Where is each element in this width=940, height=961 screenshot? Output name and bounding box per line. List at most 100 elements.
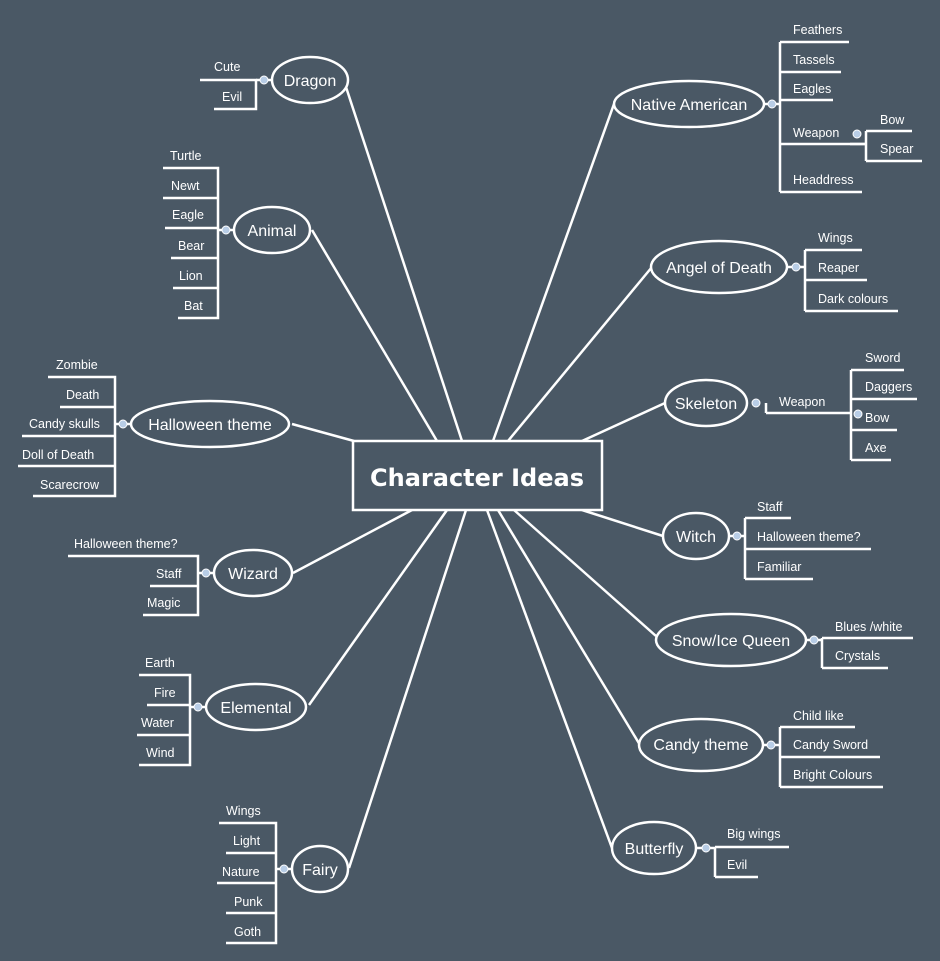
leaf-label: Tassels [793, 53, 835, 67]
topic-wizard-label: Wizard [228, 566, 278, 583]
collapse-dot [809, 635, 819, 645]
connector-halloween [291, 422, 355, 443]
bracket [778, 725, 883, 789]
leaf-label: Water [141, 716, 174, 730]
topic-candy-theme-label: Candy theme [653, 737, 748, 754]
topic-fairy[interactable]: Fairy Wings Light Nature Punk Goth [217, 804, 350, 945]
leaf-label: Punk [234, 895, 263, 909]
leaf-label: Dark colours [818, 292, 888, 306]
topic-elemental[interactable]: Elemental Earth Fire Water Wind [137, 656, 308, 767]
leaf-label: Light [233, 834, 261, 848]
connector-elemental [307, 509, 449, 706]
leaf-label: Scarecrow [40, 478, 100, 492]
topic-halloween[interactable]: Halloween theme Zombie Death Candy skull… [18, 358, 291, 498]
topic-dragon[interactable]: Dragon Cute Evil [200, 55, 350, 111]
leaf-label: Magic [147, 596, 180, 610]
topic-native-american[interactable]: Native American Feathers Tassels Eagles … [612, 23, 922, 194]
topic-skeleton-label: Skeleton [675, 396, 737, 413]
leaf-label: Goth [234, 925, 261, 939]
leaf-label: Newt [171, 179, 200, 193]
leaf-label: Eagle [172, 208, 204, 222]
bracket [864, 129, 922, 163]
bracket [743, 516, 871, 581]
collapse-dot [193, 702, 203, 712]
connector-animal [310, 229, 439, 442]
leaf-label: Wings [818, 231, 853, 245]
leaf-label: Big wings [727, 827, 781, 841]
central-topic[interactable]: Character Ideas [351, 439, 604, 512]
topic-wizard[interactable]: Wizard Halloween theme? Staff Magic [68, 537, 294, 617]
connector-candy-theme [496, 509, 642, 746]
collapse-dot [221, 225, 231, 235]
connector-dragon [343, 83, 464, 442]
leaf-label: Bright Colours [793, 768, 872, 782]
collapse-dot [852, 129, 862, 139]
leaf-label: Candy Sword [793, 738, 868, 752]
collapse-dot [701, 843, 711, 853]
leaf-label: Child like [793, 709, 844, 723]
leaf-label: Nature [222, 865, 260, 879]
leaf-label: Halloween theme? [757, 530, 861, 544]
leaf-label: Bear [178, 239, 204, 253]
topic-angel-of-death[interactable]: Angel of Death Wings Reaper Dark colours [649, 231, 898, 313]
leaf-label: Turtle [170, 149, 202, 163]
connector-butterfly [485, 509, 614, 849]
connector-snow-ice-queen [513, 509, 657, 637]
connector-skeleton [581, 401, 666, 443]
bracket [713, 845, 789, 879]
leaf-label: Doll of Death [22, 448, 94, 462]
collapse-dot [853, 409, 863, 419]
bracket [200, 78, 258, 111]
topic-elemental-label: Elemental [220, 700, 291, 717]
bracket [803, 248, 898, 313]
topic-snow-ice-queen-label: Snow/Ice Queen [672, 633, 790, 650]
topic-angel-of-death-label: Angel of Death [666, 260, 772, 277]
bracket [217, 821, 278, 945]
leaf-label: Daggers [865, 380, 912, 394]
topic-witch-label: Witch [676, 529, 716, 546]
bracket [820, 636, 913, 670]
center-connectors [291, 83, 666, 869]
topic-butterfly[interactable]: Butterfly Big wings Evil [610, 820, 789, 879]
leaf-label: Staff [156, 567, 182, 581]
topic-witch[interactable]: Witch Staff Halloween theme? Familiar [661, 500, 871, 581]
connector-witch [581, 508, 664, 538]
central-topic-box [351, 439, 604, 512]
topic-dragon-label: Dragon [284, 73, 336, 90]
leaf-label: Blues /white [835, 620, 902, 634]
leaf-label: Wind [146, 746, 175, 760]
leaf-label: Halloween theme? [74, 537, 178, 551]
leaf-label: Crystals [835, 649, 880, 663]
leaf-label: Evil [222, 90, 242, 104]
topic-skeleton-ellipse [663, 378, 749, 428]
leaf-label: Sword [865, 351, 900, 365]
leaf-label: Bat [184, 299, 203, 313]
leaf-label: Weapon [779, 395, 825, 409]
topic-native-american-label: Native American [631, 97, 748, 114]
leaf-label: Feathers [793, 23, 842, 37]
leaf-label: Eagles [793, 82, 831, 96]
topic-candy-theme[interactable]: Candy theme Child like Candy Sword Brigh… [637, 709, 883, 789]
collapse-dot [201, 568, 211, 578]
collapse-dot [791, 262, 801, 272]
central-topic-label: Character Ideas [370, 464, 584, 492]
leaf-label: Earth [145, 656, 175, 670]
connector-native-american [491, 103, 616, 442]
leaf-label: Familiar [757, 560, 801, 574]
leaf-label: Wings [226, 804, 261, 818]
bracket [849, 368, 917, 462]
topic-skeleton[interactable]: Skeleton Weapon Sword Daggers Bow Axe [663, 351, 917, 462]
connector-fairy [347, 509, 468, 869]
topic-animal-label: Animal [248, 223, 297, 240]
bracket [137, 673, 192, 767]
topic-snow-ice-queen[interactable]: Snow/Ice Queen Blues /white Crystals [654, 612, 913, 670]
collapse-dot [767, 99, 777, 109]
leaf-label: Bow [880, 113, 905, 127]
topic-animal[interactable]: Animal Turtle Newt Eagle Bear Lion Bat [163, 149, 312, 320]
connector-angel-of-death [507, 266, 653, 442]
topic-fairy-label: Fairy [302, 862, 338, 879]
leaf-label: Evil [727, 858, 747, 872]
leaf-label: Candy skulls [29, 417, 100, 431]
